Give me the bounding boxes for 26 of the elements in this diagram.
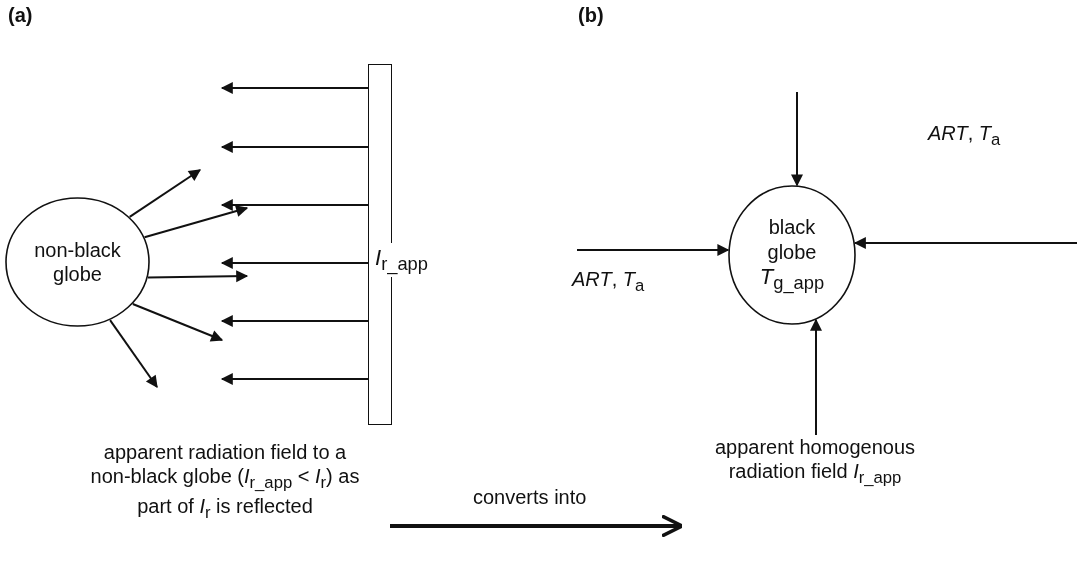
arrow	[853, 237, 1077, 249]
variable-label: ART, T$_{a}$	[572, 268, 645, 296]
arrow	[220, 141, 369, 153]
arrow	[143, 205, 249, 239]
arrow	[146, 270, 249, 283]
arrow	[220, 199, 369, 211]
arrow	[131, 303, 224, 342]
arrow	[220, 373, 369, 385]
arrow	[810, 318, 822, 436]
arrow	[220, 257, 369, 269]
panel-label: (a)	[8, 4, 33, 27]
variable-label: ART, T$_{a}$	[928, 122, 1001, 150]
temperature-symbol: T$_{g_app}$	[758, 264, 826, 295]
arrow	[576, 244, 730, 256]
arrow	[220, 315, 369, 327]
globe-label: black globe	[766, 215, 818, 264]
arrow	[791, 91, 803, 187]
panel-label: (b)	[578, 4, 604, 27]
arrow	[128, 169, 201, 218]
caption-text: apparent homogenous radiation field I$_{r_app}$	[713, 435, 917, 489]
caption-text: apparent radiation field to a non-black globe (I$_{r_app}$ < I$_{r}$) as part of I$_{r}$ is reflected	[90, 440, 360, 524]
globe-label: non-black globe	[33, 237, 122, 287]
arrow	[220, 82, 369, 94]
arrow	[109, 319, 158, 388]
intensity-label: I$_{r_app}$	[375, 243, 428, 278]
arrow	[390, 514, 684, 538]
